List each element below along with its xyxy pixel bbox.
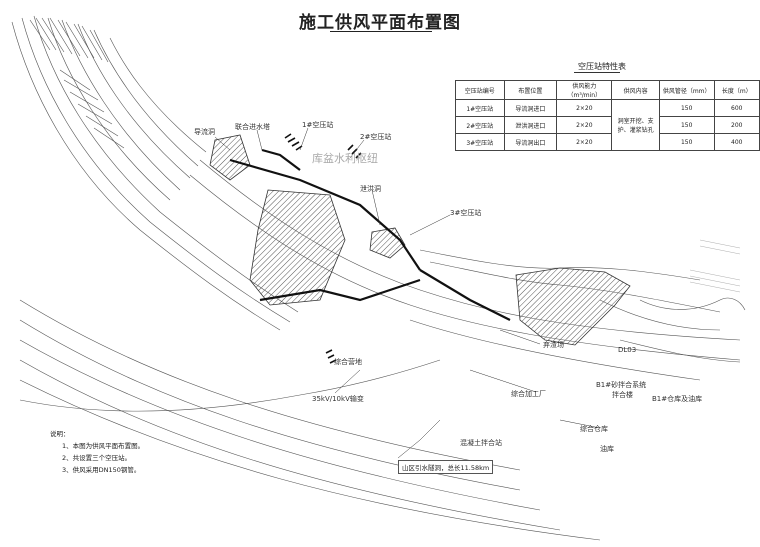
cell-id: 1#空压站 — [455, 99, 505, 117]
cell-capacity: 2×20 — [556, 116, 613, 134]
label-diversion-tunnel: 导流洞 — [194, 128, 215, 136]
label-dl03: DL03 — [618, 346, 637, 354]
label-station-3: 3#空压站 — [450, 209, 482, 217]
th-id: 空压站编号 — [455, 80, 505, 100]
table-row: 2#空压站 泄洪洞进口 2×20 150 200 — [455, 116, 760, 134]
cell-location: 导流洞进口 — [503, 99, 558, 117]
label-powerline: 35kV/10kV输变 — [312, 395, 364, 403]
terrain-contour — [93, 29, 199, 167]
th-location: 布置位置 — [503, 80, 558, 100]
cell-id: 2#空压站 — [455, 116, 505, 134]
terrain-contour — [21, 17, 291, 323]
notes-heading: 说明： — [50, 430, 70, 438]
air-pipe — [261, 148, 301, 171]
cell-length: 200 — [713, 116, 760, 134]
construction-area — [209, 134, 631, 346]
table-title-underline — [574, 72, 620, 73]
cell-capacity: 2×20 — [556, 133, 613, 151]
label-mixing-plant: 拌合楼 — [612, 391, 633, 399]
terrain-contour — [19, 299, 521, 471]
label-spoil: 弃渣场 — [543, 341, 564, 349]
table-header-row: 空压站编号 布置位置 供风能力（m³/min） 供风内容 供风管径（mm） 长度… — [455, 80, 760, 100]
label-station-2: 2#空压站 — [360, 133, 392, 141]
air-pipe — [259, 278, 421, 302]
terrain-hatch — [29, 17, 109, 63]
terrain-contour — [19, 339, 541, 511]
label-b1-warehouse: B1#仓库及油库 — [652, 395, 703, 403]
terrain-contour — [11, 21, 281, 331]
station-marker — [284, 133, 303, 151]
label-general-store: 综合仓库 — [580, 425, 608, 433]
table-row: 1#空压站 导流洞进口 2×20 洞室开挖、支护、灌浆钻孔 150 600 — [455, 99, 760, 151]
label-headrace-tunnel: 山区引水隧洞，总长11.58km — [398, 460, 494, 474]
th-capacity: 供风能力（m³/min） — [556, 80, 613, 100]
note-item: 1、本图为供风平面布置图。 — [62, 442, 145, 450]
table-row: 3#空压站 导流洞出口 2×20 150 400 — [455, 133, 760, 151]
terrain-contour — [639, 297, 746, 311]
terrain-hatch — [59, 69, 125, 149]
station-spec-table: 空压站编号 布置位置 供风能力（m³/min） 供风内容 供风管径（mm） 长度… — [455, 80, 760, 151]
title-underline — [330, 31, 432, 32]
terrain-contour — [19, 359, 561, 531]
cell-content-merged: 洞室开挖、支护、灌浆钻孔 — [611, 99, 660, 151]
cell-location: 泄洪洞进口 — [503, 116, 558, 134]
river-bank — [189, 174, 741, 361]
label-camp: 综合营地 — [334, 358, 362, 366]
air-pipe — [229, 158, 421, 271]
terrain-contour — [77, 23, 191, 179]
terrain-contour — [19, 379, 601, 541]
cell-pipe: 150 — [658, 116, 715, 134]
label-station-1: 1#空压站 — [302, 121, 334, 129]
drawing-title: 施工供风平面布置图 — [299, 13, 461, 33]
cell-length: 600 — [713, 99, 760, 117]
th-length: 长度（m） — [713, 80, 760, 100]
cell-pipe: 150 — [658, 99, 715, 117]
label-b1-aggregate: B1#砂拌合系统 — [596, 381, 647, 389]
notes-block: 说明： 1、本图为供风平面布置图。 2、共设置三个空压站。 3、供风采用DN15… — [50, 428, 144, 476]
cell-pipe: 150 — [658, 133, 715, 151]
note-item: 3、供风采用DN150钢管。 — [62, 466, 141, 474]
cell-capacity: 2×20 — [556, 99, 613, 117]
th-pipe: 供风管径（mm） — [658, 80, 715, 100]
air-pipe — [419, 269, 511, 321]
label-hub-ghost: 库盆水利枢纽 — [312, 152, 378, 165]
table-title: 空压站特性表 — [578, 62, 626, 71]
th-content: 供风内容 — [611, 80, 660, 100]
river-bank — [409, 319, 701, 381]
note-item: 2、共设置三个空压站。 — [62, 454, 132, 462]
cell-length: 400 — [713, 133, 760, 151]
road — [19, 359, 441, 412]
label-oil: 油库 — [600, 445, 614, 453]
terrain-contour — [47, 17, 171, 201]
label-processing-plant: 综合加工厂 — [511, 390, 546, 398]
cell-id: 3#空压站 — [455, 133, 505, 151]
label-concrete-plant: 混凝土拌合站 — [460, 439, 502, 447]
station-marker — [325, 349, 337, 364]
label-intake-tower: 联合进水塔 — [235, 123, 270, 131]
cell-location: 导流洞出口 — [503, 133, 558, 151]
terrain-contour — [109, 37, 207, 153]
label-spillway-tunnel: 泄洪洞 — [360, 185, 381, 193]
